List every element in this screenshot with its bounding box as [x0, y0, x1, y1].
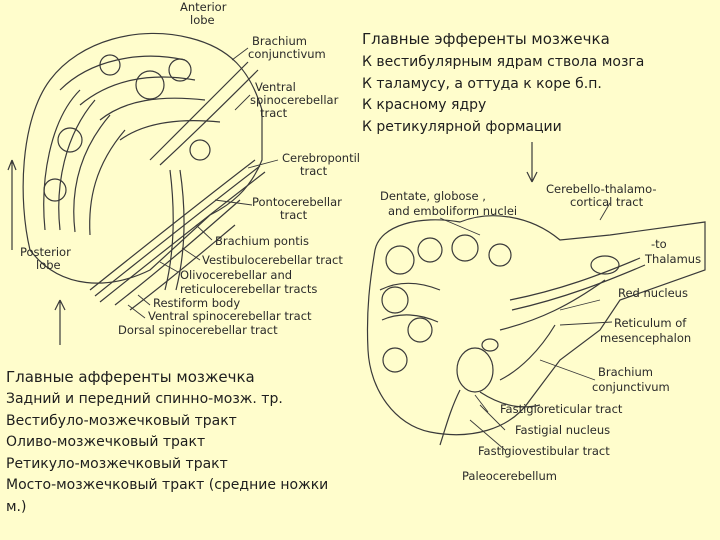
afferent-item: Задний и передний спинно-мозж. тр. — [6, 391, 283, 407]
label-paleocerebellum: Paleocerebellum — [462, 469, 557, 483]
label-tract-2: tract — [300, 164, 328, 178]
right-cerebellum-outline — [366, 215, 706, 436]
label-dorsal-spino: Dorsal spinocerebellar tract — [118, 323, 278, 337]
label-conjunctivum-r: conjunctivum — [592, 380, 670, 394]
efferent-item: К вестибулярным ядрам ствола мозга — [362, 54, 645, 70]
label-reticulocerebellar: reticulocerebellar tracts — [180, 282, 317, 296]
label-reticulum: Reticulum of — [614, 316, 687, 330]
afferent-item: Ретикуло-мозжечковый тракт — [6, 455, 228, 472]
label-thalamus: Thalamus — [644, 252, 701, 266]
label-tract-1: tract — [260, 106, 288, 120]
afferent-item: Оливо-мозжечковый тракт — [6, 434, 206, 450]
label-olivocerebellar: Olivocerebellar and — [180, 268, 292, 282]
label-lobe-bottom: lobe — [36, 258, 61, 272]
efferent-item: К красному ядру — [362, 97, 487, 113]
label-cerebello: Cerebello-thalamo- — [546, 182, 657, 196]
label-posterior: Posterior — [20, 245, 71, 259]
label-to: -to — [651, 237, 667, 251]
label-spinocerebellar: spinocerebellar — [250, 93, 339, 107]
afferent-item: Мосто-мозжечковый тракт (средние ножки м… — [6, 477, 329, 515]
label-red-nucleus: Red nucleus — [618, 286, 688, 300]
label-dentate: Dentate, globose , — [380, 189, 486, 203]
label-conjunctivum: conjunctivum — [248, 47, 326, 61]
label-brachium-pontis: Brachium pontis — [215, 234, 309, 248]
label-fastigioreticular: Fastigioreticular tract — [500, 402, 623, 416]
cerebellum-diagram-left: Anterior lobe Brachium conjunctivum Vent… — [7, 0, 360, 337]
efferent-item: К ретикулярной формации — [362, 118, 562, 135]
label-emboliform: and emboliform nuclei — [388, 204, 517, 218]
label-ventral-spino: Ventral spinocerebellar tract — [148, 309, 312, 323]
left-diagram-labels: Anterior lobe Brachium conjunctivum Vent… — [20, 0, 360, 337]
efferents-title: Главные эфференты мозжечка — [362, 30, 610, 48]
label-lobe-top: lobe — [190, 13, 215, 27]
afferents-title: Главные афференты мозжечка — [6, 368, 255, 386]
label-cortical: cortical tract — [570, 195, 644, 209]
efferent-item: К таламусу, а оттуда к коре б.п. — [362, 75, 602, 92]
label-vestibulocerebellar: Vestibulocerebellar tract — [202, 253, 343, 267]
label-restiform: Restiform body — [153, 296, 240, 310]
label-tract-3: tract — [280, 208, 308, 222]
afferents-list: Задний и передний спинно-мозж. тр. Вести… — [6, 389, 336, 518]
label-brachium-r: Brachium — [598, 365, 653, 379]
label-cerebropontile: Cerebropontile — [282, 151, 360, 165]
label-fastigial: Fastigial nucleus — [515, 423, 610, 437]
label-fastigiovestibular: Fastigiovestibular tract — [478, 444, 610, 458]
afferent-item: Вестибуло-мозжечковый тракт — [6, 412, 237, 429]
label-anterior: Anterior — [180, 0, 227, 14]
label-ventral: Ventral — [255, 80, 296, 94]
label-brachium: Brachium — [252, 34, 307, 48]
label-pontocerebellar: Pontocerebellar — [252, 195, 342, 209]
efferents-list: К вестибулярным ядрам ствола мозга К тал… — [362, 52, 644, 138]
label-mesencephalon: mesencephalon — [600, 331, 691, 345]
right-diagram-labels: Dentate, globose , and emboliform nuclei… — [380, 182, 701, 483]
